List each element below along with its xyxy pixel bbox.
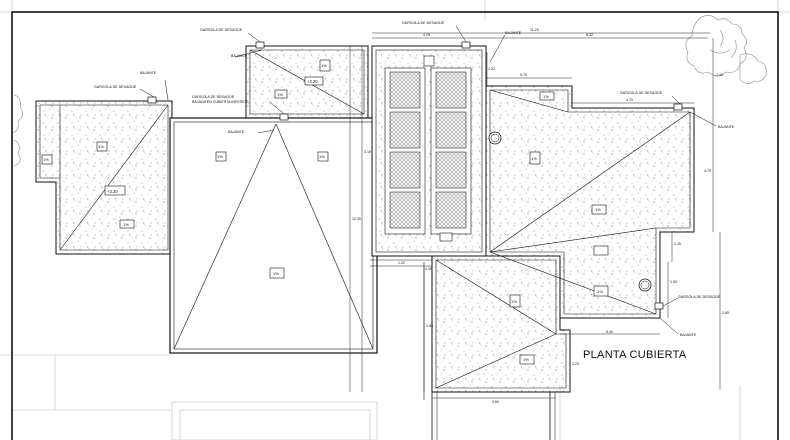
slope-label: 1% bbox=[597, 289, 603, 294]
right-roof bbox=[485, 85, 695, 319]
dim-mid-b: 4.70 bbox=[626, 98, 633, 102]
elevation-left-wing: +3.20 bbox=[107, 189, 118, 194]
slope-label: 1% bbox=[531, 156, 537, 161]
text-labels: PLANTA CUBIERTA GARGOLA DE DESAGÜE GARGO… bbox=[43, 21, 735, 404]
bajante-label-5: BAJANTE bbox=[718, 125, 735, 129]
dim-bottom-h2: 5.40 bbox=[606, 330, 613, 334]
lower-roof bbox=[423, 255, 571, 440]
slope-label: 1% bbox=[523, 357, 529, 362]
dimension-lines bbox=[349, 32, 721, 399]
slope-label: 1% bbox=[321, 63, 327, 68]
dim-top-a: 11.25 bbox=[530, 28, 539, 32]
gargola-label-5: GARGOLA DE DESAGÜE bbox=[678, 295, 721, 299]
drawing-title: PLANTA CUBIERTA bbox=[583, 349, 687, 361]
dim-center-v1: 1.22 bbox=[488, 67, 495, 71]
dim-left-v1: 12.30 bbox=[352, 217, 361, 221]
dim-mid-a: 5.70 bbox=[520, 73, 527, 77]
bajante-label-2: BAJANTE bbox=[140, 71, 157, 75]
left-wing-roof bbox=[35, 100, 173, 255]
bajante-label-1: BAJANTE bbox=[231, 54, 248, 58]
dim-right-v2: 4.70 bbox=[704, 169, 711, 173]
dim-right-v5: 2.80 bbox=[722, 311, 729, 315]
central-hip-roof bbox=[169, 117, 378, 354]
gargola-cubierta-label: GARGOLA DE DESAGÜE bbox=[192, 95, 235, 99]
tree-sketch bbox=[11, 15, 767, 167]
bajante-label-3: BAJANTE bbox=[228, 130, 245, 134]
slope-label: 1% bbox=[273, 271, 279, 276]
skylight-block bbox=[371, 45, 487, 257]
slope-label: 1% bbox=[511, 299, 517, 304]
slope-label: 1% bbox=[277, 92, 283, 97]
slope-label: 1% bbox=[595, 207, 601, 212]
slope-label: 1% bbox=[43, 157, 49, 162]
slope-label: 1% bbox=[217, 154, 223, 159]
gargola-label-2: GARGOLA DE DESAGÜE bbox=[402, 21, 445, 25]
dim-center-h1: 1.22 bbox=[398, 261, 405, 265]
dim-bottom-h: 4.60 bbox=[492, 400, 499, 404]
slope-label: 1% bbox=[123, 222, 129, 227]
elevation-top-mid: +3.20 bbox=[307, 79, 318, 84]
dim-left-v2: 3.10 bbox=[364, 150, 371, 154]
elevation-boxes bbox=[104, 76, 324, 196]
dim-right-v3: 1.40 bbox=[674, 242, 681, 246]
dim-bottom-v: 1.20 bbox=[572, 362, 579, 366]
sheet-border bbox=[11, 11, 779, 440]
dim-right-v1: 2.40 bbox=[716, 73, 723, 77]
leader-lines bbox=[139, 25, 717, 335]
dim-center-v2: 1.83 bbox=[426, 324, 433, 328]
slope-label: 1% bbox=[98, 144, 104, 149]
slope-markers bbox=[41, 55, 609, 365]
bajante-label-4: BAJANTE bbox=[505, 31, 522, 35]
dim-top-c: 6.32 bbox=[586, 33, 593, 37]
gargola-label-3: GARGOLA DE DESAGÜE bbox=[94, 85, 137, 89]
bajante-label-6: BAJANTE bbox=[680, 333, 697, 337]
dim-top-b: 4.25 bbox=[423, 33, 430, 37]
gutter-spouts bbox=[147, 41, 683, 310]
slope-label: 1% bbox=[319, 154, 325, 159]
dim-right-v4: 1.50 bbox=[670, 280, 677, 284]
slope-label: 1% bbox=[543, 94, 549, 99]
dim-center-h2: 4.55 bbox=[425, 267, 432, 271]
gargola-label-4: GARGOLA DE DESAGÜE bbox=[620, 91, 663, 95]
bajada-cubierta-label: BAJADA EN CUBIERTA INFERIOR bbox=[192, 100, 249, 104]
gargola-label-1: GARGOLA DE DESAGÜE bbox=[200, 28, 243, 32]
